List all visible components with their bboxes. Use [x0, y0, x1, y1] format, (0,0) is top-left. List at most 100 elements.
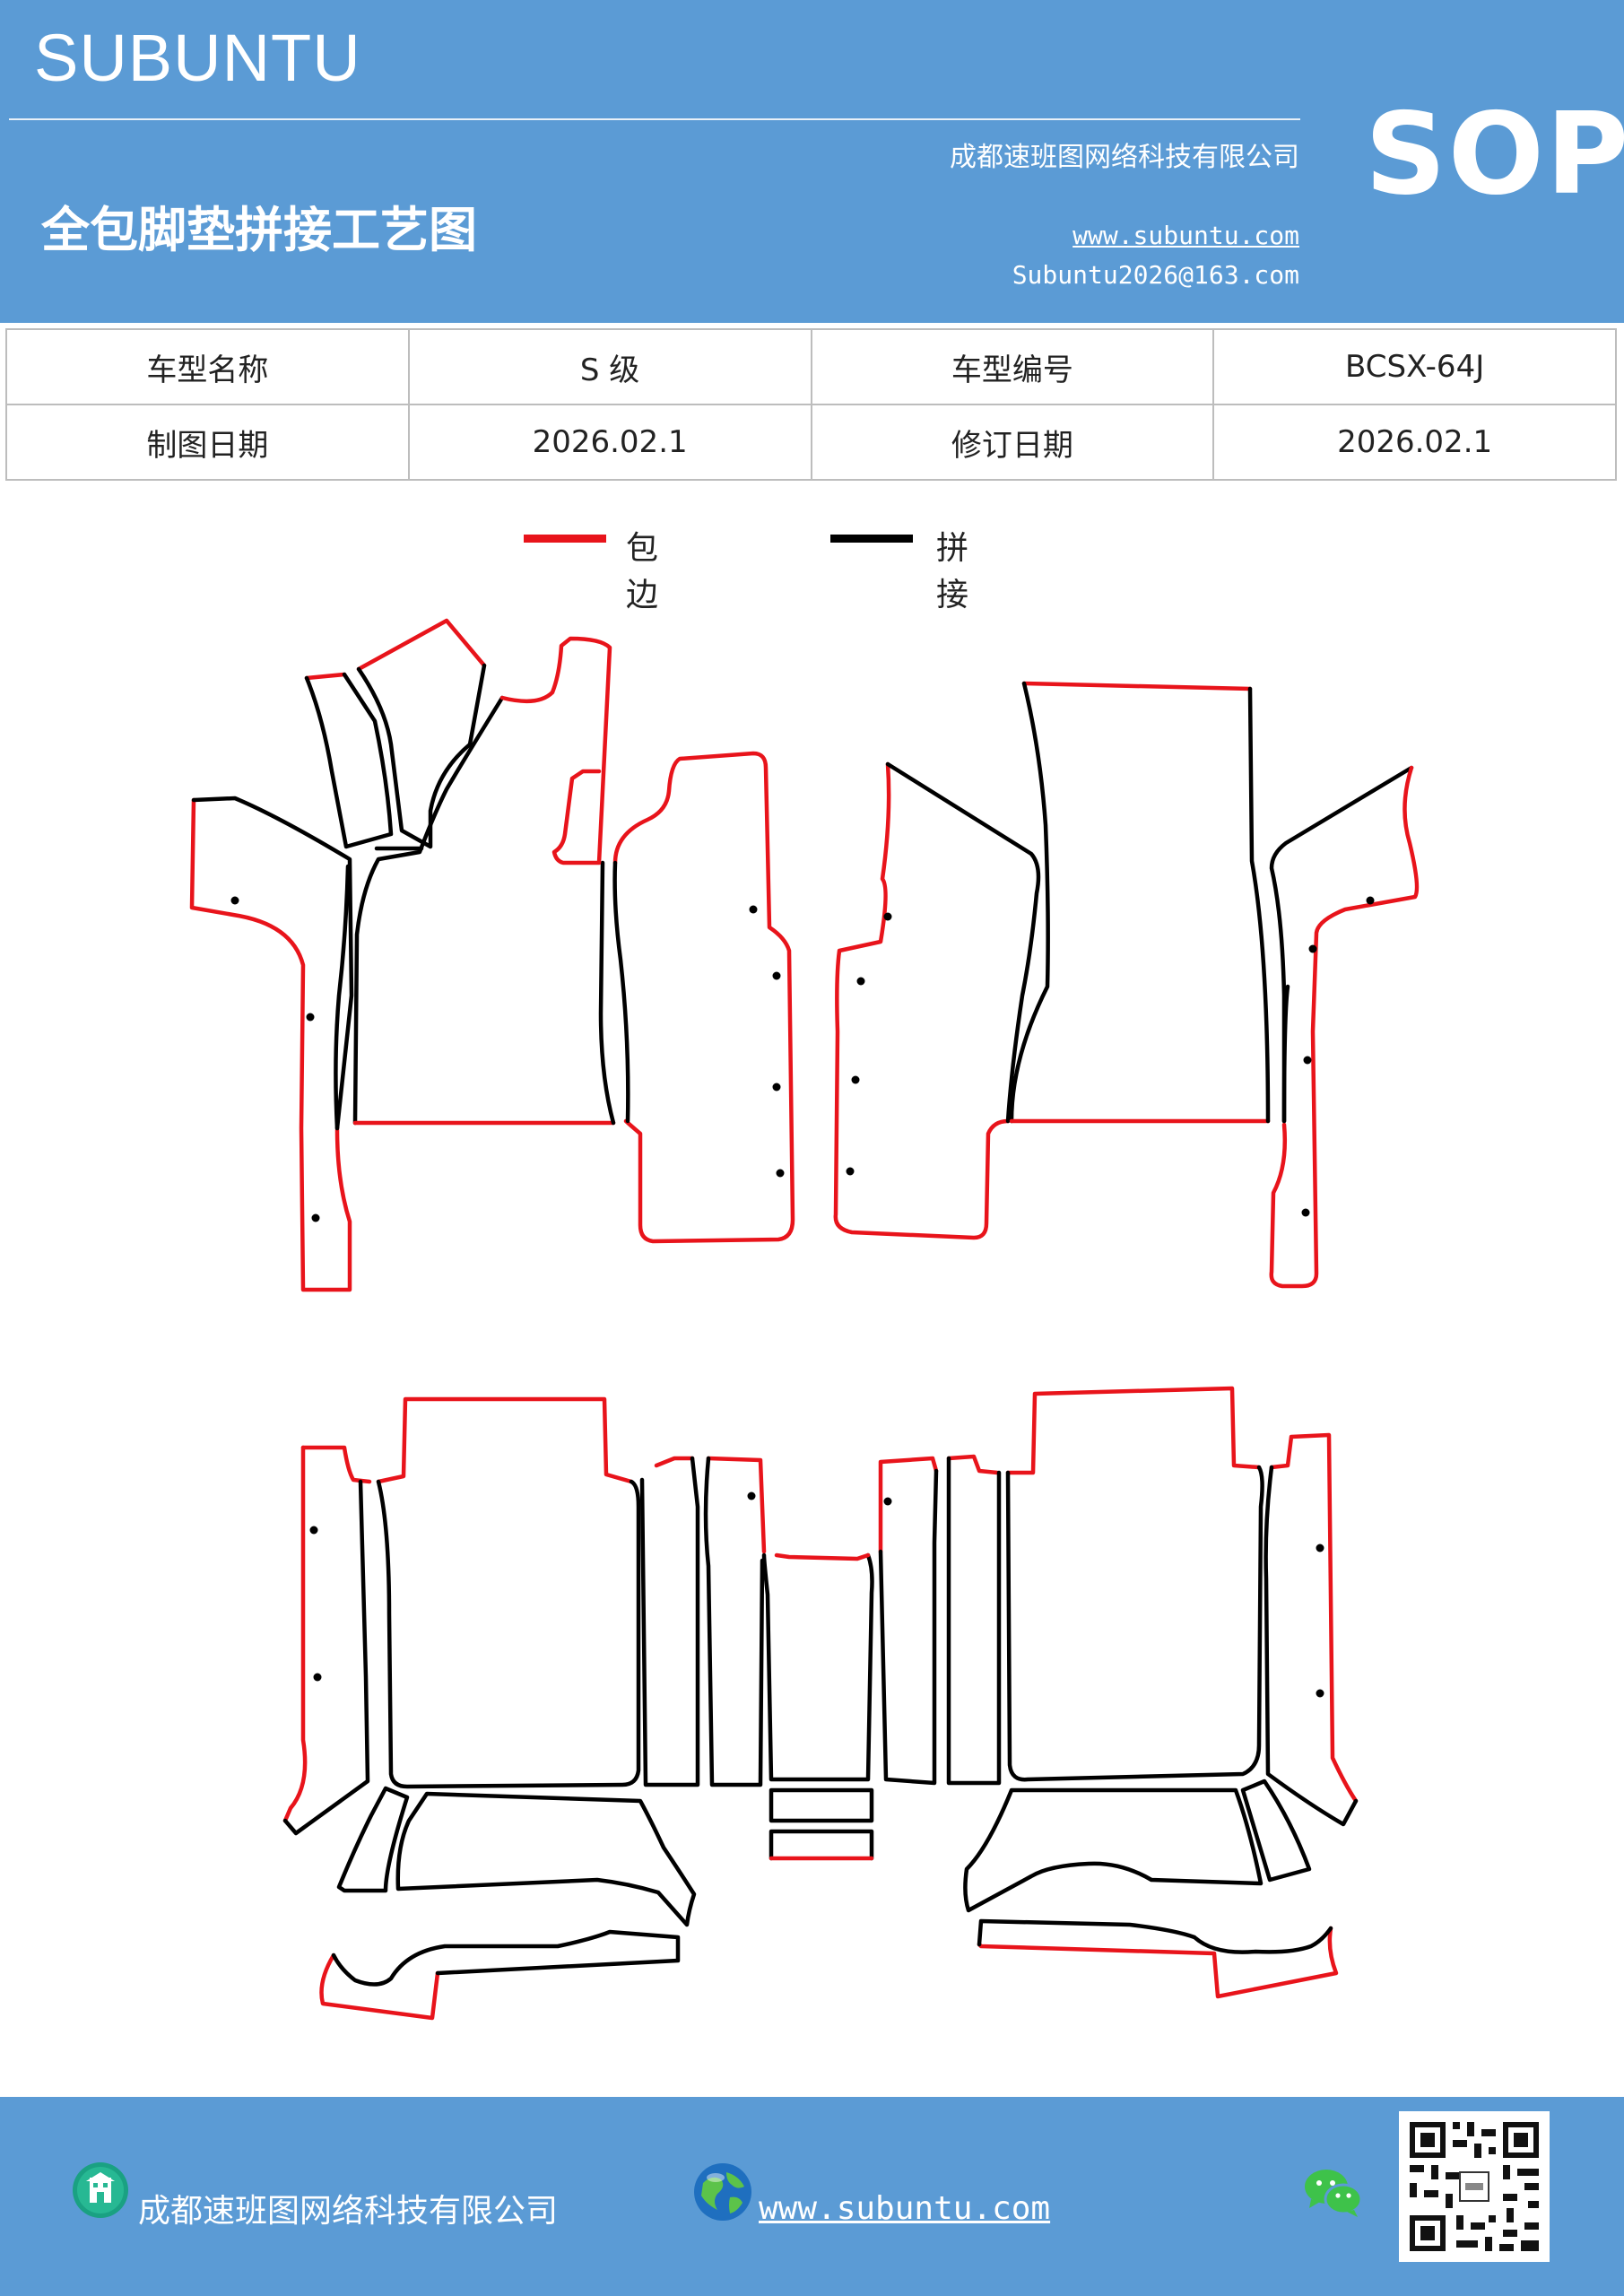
mat-splice-black	[612, 860, 630, 1124]
mat-edge-red	[612, 751, 795, 1244]
legend-swatch-red	[524, 535, 606, 543]
front-center-right-mat-group	[833, 761, 1041, 1240]
mounting-hole	[772, 971, 781, 980]
table-cell: 2026.02.1	[407, 404, 812, 481]
sop-badge: SOP	[1365, 88, 1624, 220]
mounting-hole	[883, 1497, 892, 1506]
rear-right-mat-group	[878, 1386, 1359, 1999]
header-company: 成都速班图网络科技有限公司	[950, 142, 1299, 173]
qr-code-icon	[1399, 2111, 1550, 2262]
footer-banner: 成都速班图网络科技有限公司 www.subuntu.com	[0, 2097, 1624, 2296]
mounting-hole	[1366, 896, 1375, 905]
wechat-icon	[1305, 2170, 1363, 2217]
table-cell: 2026.02.1	[1212, 404, 1617, 481]
mat-edge-red	[300, 1445, 372, 1484]
footer-website-link[interactable]: www.subuntu.com	[759, 2190, 1051, 2227]
mat-splice-black	[356, 663, 487, 849]
mat-splice-black	[977, 1918, 1333, 1954]
front-left-mat-group	[189, 618, 616, 1292]
mat-splice-black	[376, 1479, 641, 1789]
mat-splice-black	[1269, 765, 1414, 1124]
legend-label: 拼接	[936, 530, 969, 613]
globe-icon	[694, 2163, 751, 2221]
mounting-hole	[309, 1526, 318, 1535]
mat-splice-black	[963, 1787, 1264, 1913]
mat-edge-red	[1021, 681, 1253, 691]
mat-splice-black	[1240, 1779, 1312, 1883]
mat-splice-black	[1264, 1465, 1359, 1827]
mat-splice-black	[334, 864, 351, 1131]
mounting-hole	[776, 1169, 785, 1178]
mat-edge-red	[1005, 1386, 1262, 1475]
header-email: Subuntu2026@163.com	[1012, 260, 1299, 290]
mat-splice-black	[331, 1929, 681, 1987]
mat-edge-red	[878, 1456, 939, 1554]
mat-edge-red	[654, 1456, 695, 1468]
mat-splice-black	[191, 796, 354, 1131]
small-mat-piece	[769, 1787, 874, 1823]
mounting-hole	[1316, 1689, 1324, 1698]
mat-splice-black	[598, 860, 616, 1126]
brand-name: SUBUNTU	[34, 21, 361, 95]
mat-splice-black	[1247, 686, 1271, 1124]
table-row: 车型名称 S 级 车型编号 BCSX-64J	[5, 328, 1617, 405]
mounting-hole	[306, 1013, 315, 1022]
mounting-hole	[749, 905, 758, 914]
mat-splice-black	[336, 1786, 410, 1893]
mat-edge-red	[319, 1952, 440, 2021]
mounting-hole	[313, 1673, 322, 1682]
mat-edge-red	[706, 1456, 767, 1554]
front-right-mat-group	[1009, 681, 1420, 1289]
mat-edge-red	[1269, 765, 1420, 1289]
table-cell: 车型名称	[5, 328, 410, 405]
mat-splice-black	[885, 761, 1041, 1124]
footer-company: 成都速班图网络科技有限公司	[138, 2193, 559, 2230]
mat-splice-black	[878, 1468, 939, 1786]
mat-splice-black	[1281, 984, 1290, 1124]
mat-splice-black	[639, 1456, 700, 1787]
mat-splice-black	[769, 1829, 874, 1861]
mat-edge-red	[774, 1552, 871, 1561]
table-row: 制图日期 2026.02.1 修订日期 2026.02.1	[5, 404, 1617, 481]
header-website-link[interactable]: www.subuntu.com	[1073, 221, 1299, 250]
rear-center-mat-group	[761, 1552, 874, 1861]
mounting-hole	[230, 896, 239, 905]
rear-left-mat-group	[282, 1396, 767, 2021]
mat-edge-red	[833, 761, 1011, 1240]
mat-edge-red	[946, 1454, 1000, 1475]
mat-edge-red	[977, 1926, 1339, 1999]
vehicle-info-table: 车型名称 S 级 车型编号 BCSX-64J 制图日期 2026.02.1 修订…	[5, 328, 1617, 481]
table-cell: 制图日期	[5, 404, 410, 481]
mat-splice-black	[395, 1791, 697, 1927]
mat-splice-black	[304, 672, 394, 849]
mounting-hole	[883, 912, 892, 921]
table-cell: 修订日期	[810, 404, 1215, 481]
mat-splice-black	[761, 1552, 874, 1782]
mounting-hole	[856, 977, 865, 986]
mat-splice-black	[703, 1456, 765, 1787]
mat-edge-red	[304, 672, 347, 681]
table-cell: S 级	[407, 328, 812, 405]
mounting-hole	[1303, 1056, 1312, 1065]
mounting-hole	[846, 1167, 855, 1176]
front-center-left-mat-group	[612, 751, 795, 1244]
mat-splice-black	[282, 1479, 370, 1836]
table-cell: BCSX-64J	[1212, 328, 1617, 405]
mat-splice-black	[1005, 1465, 1264, 1782]
mounting-hole	[851, 1075, 860, 1084]
mounting-hole	[1316, 1544, 1324, 1552]
mounting-hole	[1308, 944, 1317, 953]
document-title: 全包脚垫拼接工艺图	[41, 202, 477, 258]
mat-edge-red	[356, 618, 487, 672]
mat-edge-red	[376, 1396, 634, 1484]
mounting-hole	[747, 1492, 756, 1500]
mat-edge-red	[499, 636, 612, 865]
table-cell: 车型编号	[810, 328, 1215, 405]
legend-label: 包边	[626, 530, 659, 613]
mat-splice-black	[1009, 681, 1050, 1124]
mat-edge-red	[189, 797, 352, 1292]
mounting-hole	[1301, 1208, 1310, 1217]
mat-splice-black	[352, 695, 505, 1126]
mounting-hole	[772, 1083, 781, 1091]
